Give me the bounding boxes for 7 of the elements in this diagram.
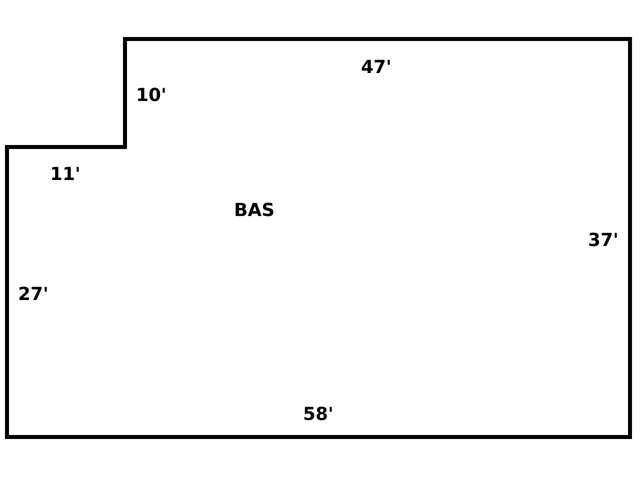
dimension-label: 37' — [588, 231, 619, 251]
area-label: BAS — [234, 201, 275, 221]
dimension-label: 47' — [361, 58, 392, 78]
dimension-label: 58' — [303, 405, 334, 425]
dimension-label: 11' — [50, 165, 81, 185]
dimension-label: 10' — [136, 86, 167, 106]
dimension-label: 27' — [18, 285, 49, 305]
